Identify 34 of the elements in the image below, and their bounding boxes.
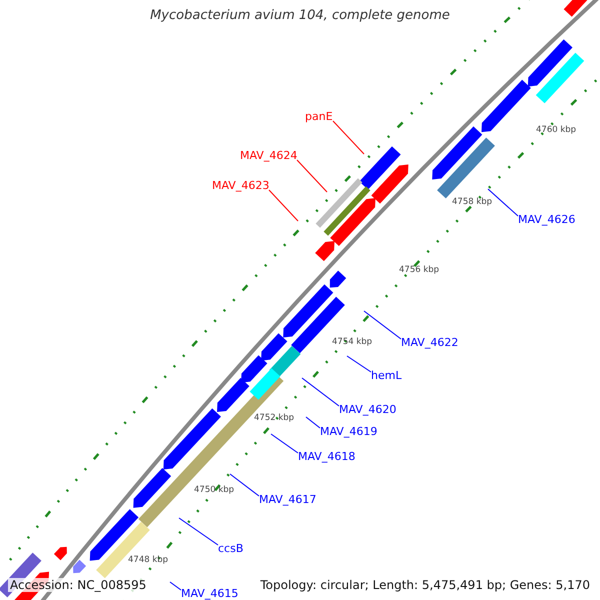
gene-label: MAV_4618 xyxy=(298,450,356,463)
scale-label: 4758 kbp xyxy=(452,197,492,207)
leader-line xyxy=(332,120,364,154)
accession-number: Accession: NC_008595 xyxy=(8,578,148,592)
gene-label: ccsB xyxy=(218,542,244,555)
leader-line xyxy=(364,310,402,340)
leader-line xyxy=(296,160,328,192)
scale-label: 4752 kbp xyxy=(254,413,294,423)
gene-label: MAV_4624 xyxy=(240,149,298,162)
gene-label: MAV_4626 xyxy=(518,213,576,226)
leader-line xyxy=(268,190,298,222)
chart-title: Mycobacterium avium 104, complete genome xyxy=(149,8,451,23)
gene-label: panE xyxy=(305,110,333,123)
gene-label: MAV_4615 xyxy=(181,587,238,600)
leader-line xyxy=(270,434,298,454)
scale-label: 4760 kbp xyxy=(536,125,576,135)
leader-line xyxy=(488,188,518,216)
scale-label: 4756 kbp xyxy=(399,265,440,275)
gene-label: hemL xyxy=(371,369,402,382)
leader-line xyxy=(346,356,372,372)
gene-label: MAV_4619 xyxy=(320,425,378,438)
leader-line xyxy=(302,378,340,406)
scale-label: 4750 kbp xyxy=(194,485,234,495)
gene-label: MAV_4622 xyxy=(401,336,458,349)
scale-label: 4748 kbp xyxy=(128,555,168,565)
genome-stats: Topology: circular; Length: 5,475,491 bp; Genes: 5,170 xyxy=(258,578,592,592)
gene-label: MAV_4620 xyxy=(339,403,396,416)
leader-line xyxy=(230,474,260,496)
scale-label: 4754 kbp xyxy=(332,337,372,347)
leader-line xyxy=(178,518,218,546)
gene-label: MAV_4623 xyxy=(212,179,270,192)
leader-line xyxy=(170,582,182,590)
gene-label: MAV_4617 xyxy=(259,493,316,506)
leader-line xyxy=(306,416,320,428)
